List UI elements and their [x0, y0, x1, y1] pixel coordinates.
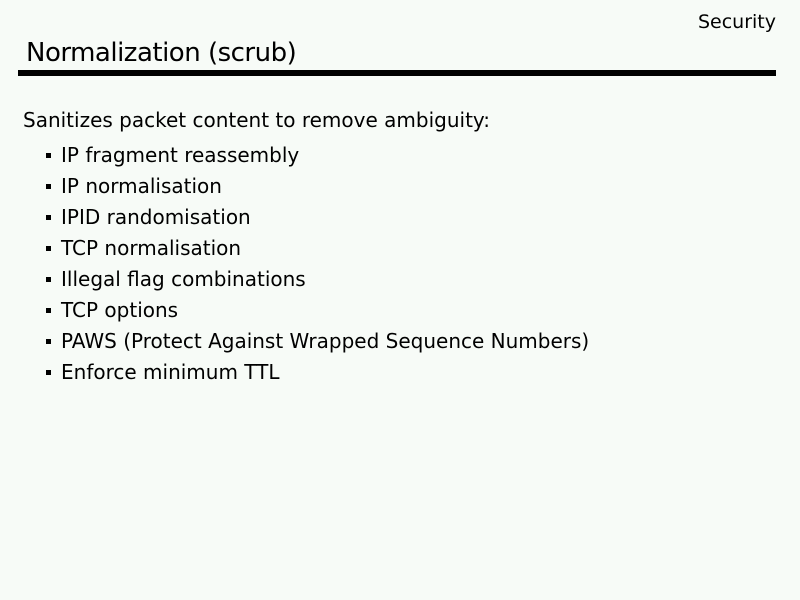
bullet-icon	[46, 152, 51, 158]
title-rule	[18, 70, 776, 76]
list-item: Enforce minimum TTL	[46, 356, 589, 387]
bullet-icon	[46, 214, 51, 220]
bullet-icon	[46, 276, 51, 282]
page-title: Normalization (scrub)	[26, 38, 297, 68]
bullet-icon	[46, 245, 51, 251]
corner-label: Security	[697, 11, 776, 33]
list-item-text: Illegal flag combinations	[61, 266, 306, 291]
list-item-text: TCP options	[61, 297, 179, 322]
list-item: IPID randomisation	[46, 201, 589, 232]
list-item-text: Enforce minimum TTL	[61, 359, 280, 384]
list-item-text: TCP normalisation	[61, 235, 242, 260]
list-item-text: IP normalisation	[61, 173, 222, 198]
bullet-icon	[46, 369, 51, 375]
bullet-icon	[46, 338, 51, 344]
list-item-text: PAWS (Protect Against Wrapped Sequence N…	[61, 328, 590, 353]
bullet-icon	[46, 307, 51, 313]
list-item: TCP options	[46, 294, 589, 325]
list-item-text: IP fragment reassembly	[61, 142, 300, 167]
lead-text: Sanitizes packet content to remove ambig…	[23, 108, 491, 132]
list-item-text: IPID randomisation	[61, 204, 251, 229]
bullet-icon	[46, 183, 51, 189]
list-item: PAWS (Protect Against Wrapped Sequence N…	[46, 325, 589, 356]
list-item: TCP normalisation	[46, 232, 589, 263]
list-item: Illegal flag combinations	[46, 263, 589, 294]
list-item: IP fragment reassembly	[46, 139, 589, 170]
bullet-list: IP fragment reassembly IP normalisation …	[46, 139, 589, 387]
list-item: IP normalisation	[46, 170, 589, 201]
